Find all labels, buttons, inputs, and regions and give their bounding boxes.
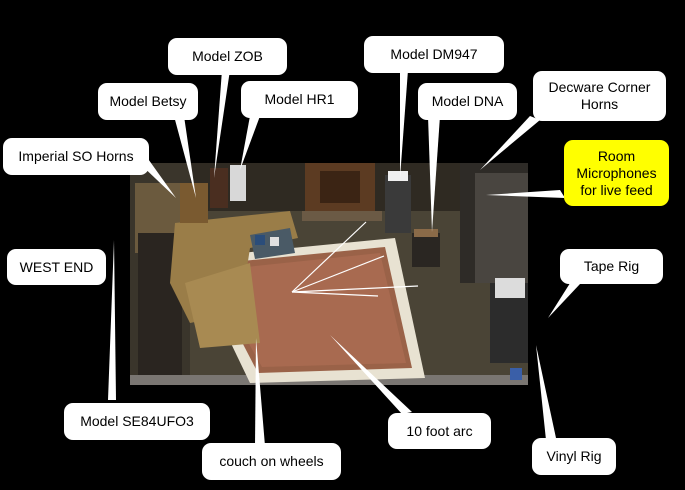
- leader-model-hr1: [240, 116, 260, 170]
- listening-room-photo: [130, 163, 528, 385]
- label-model-hr1: Model HR1: [241, 81, 358, 118]
- label-model-se84ufo3: Model SE84UFO3: [64, 403, 210, 440]
- leader-couch: [255, 338, 265, 446]
- leader-tape-rig: [548, 280, 580, 318]
- label-decware-corner-horns: Decware Corner Horns: [533, 71, 666, 121]
- label-west-end: WEST END: [7, 249, 106, 285]
- leader-vinyl-rig: [536, 345, 556, 440]
- label-model-dm947: Model DM947: [364, 36, 504, 73]
- label-couch-on-wheels: couch on wheels: [202, 443, 341, 480]
- label-model-betsy: Model Betsy: [98, 83, 198, 120]
- leader-model-dm947: [400, 70, 408, 178]
- label-vinyl-rig: Vinyl Rig: [532, 438, 616, 475]
- leader-se84ufo3: [108, 240, 116, 400]
- label-room-microphones: Room Microphones for live feed: [564, 140, 669, 206]
- leader-10-foot-arc: [330, 335, 412, 414]
- leader-decware: [480, 116, 540, 170]
- arc-lines: [291, 221, 419, 297]
- label-model-dna: Model DNA: [418, 83, 517, 120]
- leader-model-betsy: [174, 116, 196, 198]
- leader-room-mics: [486, 190, 565, 198]
- label-10-foot-arc: 10 foot arc: [388, 413, 491, 449]
- label-imperial-so-horns: Imperial SO Horns: [3, 138, 149, 175]
- leader-model-zob: [214, 70, 230, 178]
- label-model-zob: Model ZOB: [168, 38, 287, 75]
- label-tape-rig: Tape Rig: [560, 249, 663, 284]
- leader-model-dna: [428, 116, 440, 232]
